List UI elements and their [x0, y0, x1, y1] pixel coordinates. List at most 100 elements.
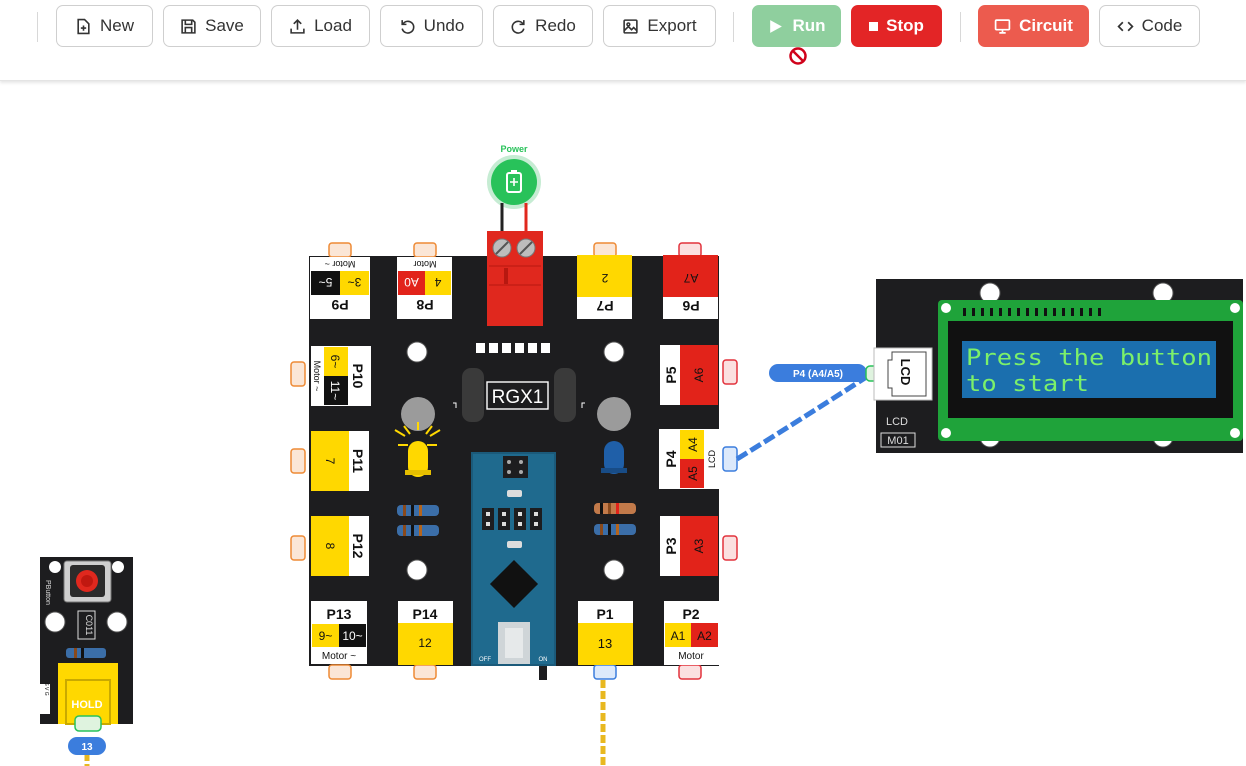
lcd-wire[interactable]: P4 (A4/A5) — [735, 364, 889, 462]
stop-icon — [869, 21, 879, 31]
port-label: P13 — [327, 606, 352, 622]
pin-label: A2 — [697, 629, 712, 643]
pin-label: 9~ — [319, 629, 333, 643]
undo-icon — [401, 19, 415, 34]
port-connector[interactable] — [290, 535, 306, 561]
save-icon — [181, 18, 196, 34]
pin-label: 6~ — [328, 355, 342, 369]
save-button-label: Save — [205, 16, 244, 35]
new-file-icon — [77, 18, 90, 34]
resistor — [397, 505, 439, 536]
board-name: RGX1 — [492, 387, 544, 408]
redo-button[interactable]: Redo — [493, 5, 593, 47]
port-p11[interactable]: P11 7 — [311, 431, 369, 491]
port-label: P10 — [350, 364, 366, 389]
port-connector[interactable] — [328, 664, 352, 680]
save-button[interactable]: Save — [163, 5, 261, 47]
port-connector[interactable] — [593, 242, 617, 258]
port-p2[interactable]: P2 A1 A2 Motor — [664, 601, 719, 665]
indicator-leds — [476, 343, 550, 353]
port-p1[interactable]: P1 13 — [578, 601, 633, 665]
port-connector[interactable] — [328, 242, 352, 258]
circuit-canvas[interactable]: Power P9 — [0, 81, 1246, 766]
port-p5[interactable]: P5 A6 — [660, 345, 718, 405]
redo-button-label: Redo — [535, 16, 576, 35]
export-button[interactable]: Export — [603, 5, 716, 47]
pin-label: 5~ — [319, 275, 333, 289]
pin-label: A4 — [686, 437, 700, 452]
button-wire-connector[interactable] — [74, 715, 102, 732]
code-icon — [1117, 21, 1134, 31]
pin-label: 8 — [323, 543, 337, 550]
port-connector[interactable] — [678, 242, 702, 258]
load-button-label: Load — [314, 16, 352, 35]
switch-off-label: OFF — [479, 657, 491, 663]
port-p4[interactable]: P4 A5 A4 LCD — [659, 429, 719, 489]
port-p6[interactable]: P6 A7 — [663, 255, 718, 319]
port-p9[interactable]: P9 3~ 5~ Motor ~ — [310, 257, 370, 319]
port-p14[interactable]: P14 12 — [398, 601, 453, 665]
export-button-label: Export — [647, 16, 697, 35]
port-p8[interactable]: P8 4 A0 Motor — [397, 257, 452, 319]
pin-label: 12 — [418, 636, 432, 650]
lcd-module[interactable]: LCD LCD M01 Press the button to start — [873, 279, 1243, 453]
pin-label: A3 — [692, 538, 706, 553]
pin-label: 4 — [434, 275, 441, 289]
lcd-connector-label: LCD — [898, 359, 913, 386]
toolbar: New Save Load Undo Redo Export Run Stop … — [0, 0, 1246, 81]
port-connector[interactable] — [413, 242, 437, 258]
monitor-icon — [994, 18, 1011, 34]
code-button[interactable]: Code — [1099, 5, 1200, 47]
code-button-label: Code — [1141, 16, 1183, 35]
button-module[interactable]: PButton C011 S V G HOLD 13 — [40, 557, 133, 766]
power-module[interactable]: Power — [487, 144, 541, 232]
port-connector[interactable] — [722, 535, 738, 561]
hold-label: HOLD — [71, 699, 102, 711]
power-label: Power — [500, 144, 528, 154]
arduino-nano: OFF ON — [471, 452, 556, 680]
pin-label: 7 — [323, 458, 337, 465]
rgx1-board[interactable]: P9 3~ 5~ Motor ~ P8 4 A0 Motor P7 2 — [290, 231, 738, 680]
button-module-name: PButton — [44, 580, 51, 605]
run-button[interactable]: Run — [752, 5, 841, 47]
play-icon — [770, 19, 783, 33]
new-button[interactable]: New — [56, 5, 153, 47]
pin-label: 2 — [601, 271, 608, 285]
circuit-button[interactable]: Circuit — [978, 5, 1089, 47]
port-note: Motor — [678, 651, 704, 662]
port-label: P1 — [596, 606, 613, 622]
port-label: P7 — [596, 298, 613, 314]
undo-button-label: Undo — [423, 16, 465, 35]
port-connector[interactable] — [722, 446, 738, 472]
port-label: P2 — [682, 606, 699, 622]
mounting-hole — [603, 559, 625, 581]
port-label: P14 — [413, 606, 438, 622]
run-button-label: Run — [792, 16, 826, 35]
port-p3[interactable]: P3 A3 — [660, 516, 718, 576]
port-connector[interactable] — [290, 448, 306, 474]
port-label: P4 — [663, 450, 679, 467]
port-label: P12 — [350, 534, 366, 559]
sensor — [597, 397, 631, 431]
port-p10[interactable]: P10 6~ 11~ Motor ~ — [311, 346, 371, 406]
port-connector[interactable] — [722, 359, 738, 385]
stop-button[interactable]: Stop — [851, 5, 942, 47]
power-terminal — [487, 231, 543, 326]
port-connector[interactable] — [413, 664, 437, 680]
pin-label: A6 — [692, 367, 706, 382]
port-p12[interactable]: P12 8 — [311, 516, 369, 576]
port-p13[interactable]: P13 9~ 10~ Motor ~ — [311, 601, 367, 664]
pin-label: 3~ — [348, 275, 362, 289]
undo-button[interactable]: Undo — [380, 5, 483, 47]
blue-led — [601, 441, 627, 474]
pin-label: 11~ — [328, 381, 342, 400]
port-connector[interactable] — [678, 664, 702, 680]
lcd-module-label: LCD — [886, 416, 908, 428]
port-label: P8 — [416, 297, 433, 313]
port-p7[interactable]: P7 2 — [577, 255, 632, 319]
port-note: Motor ~ — [325, 259, 356, 269]
port-connector[interactable] — [290, 361, 306, 387]
load-button[interactable]: Load — [271, 5, 370, 47]
port-connector[interactable] — [593, 664, 617, 680]
circuit-button-label: Circuit — [1019, 16, 1073, 35]
